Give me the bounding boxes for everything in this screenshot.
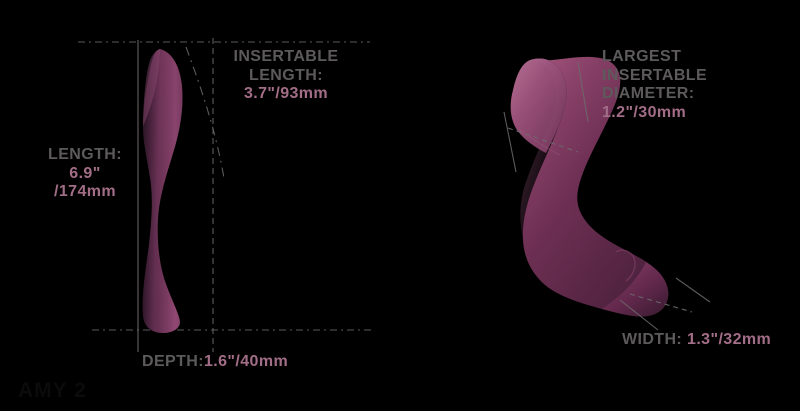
right-product-button-outline	[615, 249, 636, 282]
width-label-text: WIDTH:	[622, 331, 683, 348]
left-product-figure	[142, 49, 183, 333]
guide-diameter-leader-right	[577, 61, 589, 123]
left-guide-lines	[78, 38, 375, 352]
guide-diameter-dashed	[507, 127, 579, 153]
diameter-line2: INSERTABLE	[602, 66, 708, 84]
label-largest-insertable-diameter: LARGEST INSERTABLE DIAMETER: 1.2"/30mm	[602, 48, 707, 123]
right-product-figure	[510, 56, 669, 317]
label-width: WIDTH: 1.3"/32mm	[622, 331, 771, 350]
insertable-length-line1: INSERTABLE	[233, 48, 339, 65]
label-depth: DEPTH:1.6"/40mm	[142, 353, 288, 372]
label-insertable-length: INSERTABLE LENGTH: 3.7"/93mm	[216, 48, 356, 104]
guide-width-dashed	[629, 293, 693, 313]
left-product-tip-shading	[143, 49, 160, 126]
right-product-sheen	[520, 58, 567, 240]
length-line1: LENGTH:	[48, 146, 122, 163]
depth-label-text: DEPTH:	[142, 353, 204, 370]
diameter-line3: DIAMETER:	[602, 85, 695, 103]
right-product-silhouette	[522, 56, 669, 317]
length-value-line1: 6.9"	[69, 164, 101, 182]
right-product-base	[602, 262, 669, 317]
guide-diameter-leader-left	[503, 111, 517, 173]
right-guide-lines	[503, 61, 711, 331]
width-value: 1.3"/32mm	[687, 331, 772, 348]
diameter-value: 1.2"/30mm	[602, 104, 687, 122]
guide-width-leader-lower	[619, 299, 659, 331]
left-product-sheen	[142, 49, 183, 333]
insertable-length-line2: LENGTH:	[249, 66, 323, 84]
label-length: LENGTH: 6.9" /174mm	[30, 146, 140, 202]
depth-value: 1.6"/40mm	[203, 353, 289, 370]
right-product-seam	[519, 129, 561, 156]
diameter-line1: LARGEST	[602, 48, 682, 65]
insertable-length-value: 3.7"/93mm	[243, 85, 329, 103]
length-value-line2: /174mm	[54, 183, 116, 201]
watermark: AMY 2	[18, 379, 87, 402]
guide-width-leader-upper	[675, 277, 711, 303]
guide-insertable-arc	[185, 46, 225, 179]
